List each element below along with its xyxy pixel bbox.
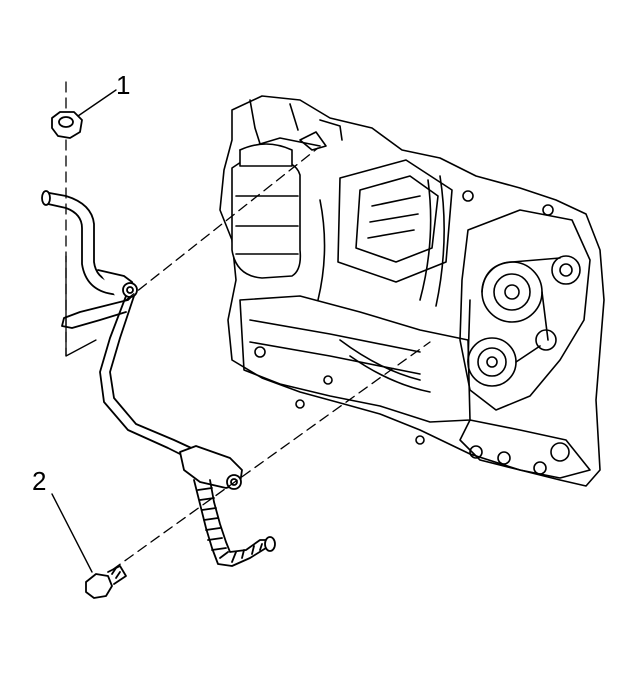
nut-part bbox=[51, 111, 83, 139]
callout-2-leader bbox=[51, 493, 93, 573]
pipe-assembly bbox=[41, 190, 276, 567]
callout-1-leader bbox=[77, 89, 117, 117]
callout-1-label: 1 bbox=[116, 70, 131, 100]
engine-assembly bbox=[219, 95, 605, 487]
callout-2-label: 2 bbox=[32, 466, 47, 496]
reference-bracket bbox=[65, 255, 97, 357]
